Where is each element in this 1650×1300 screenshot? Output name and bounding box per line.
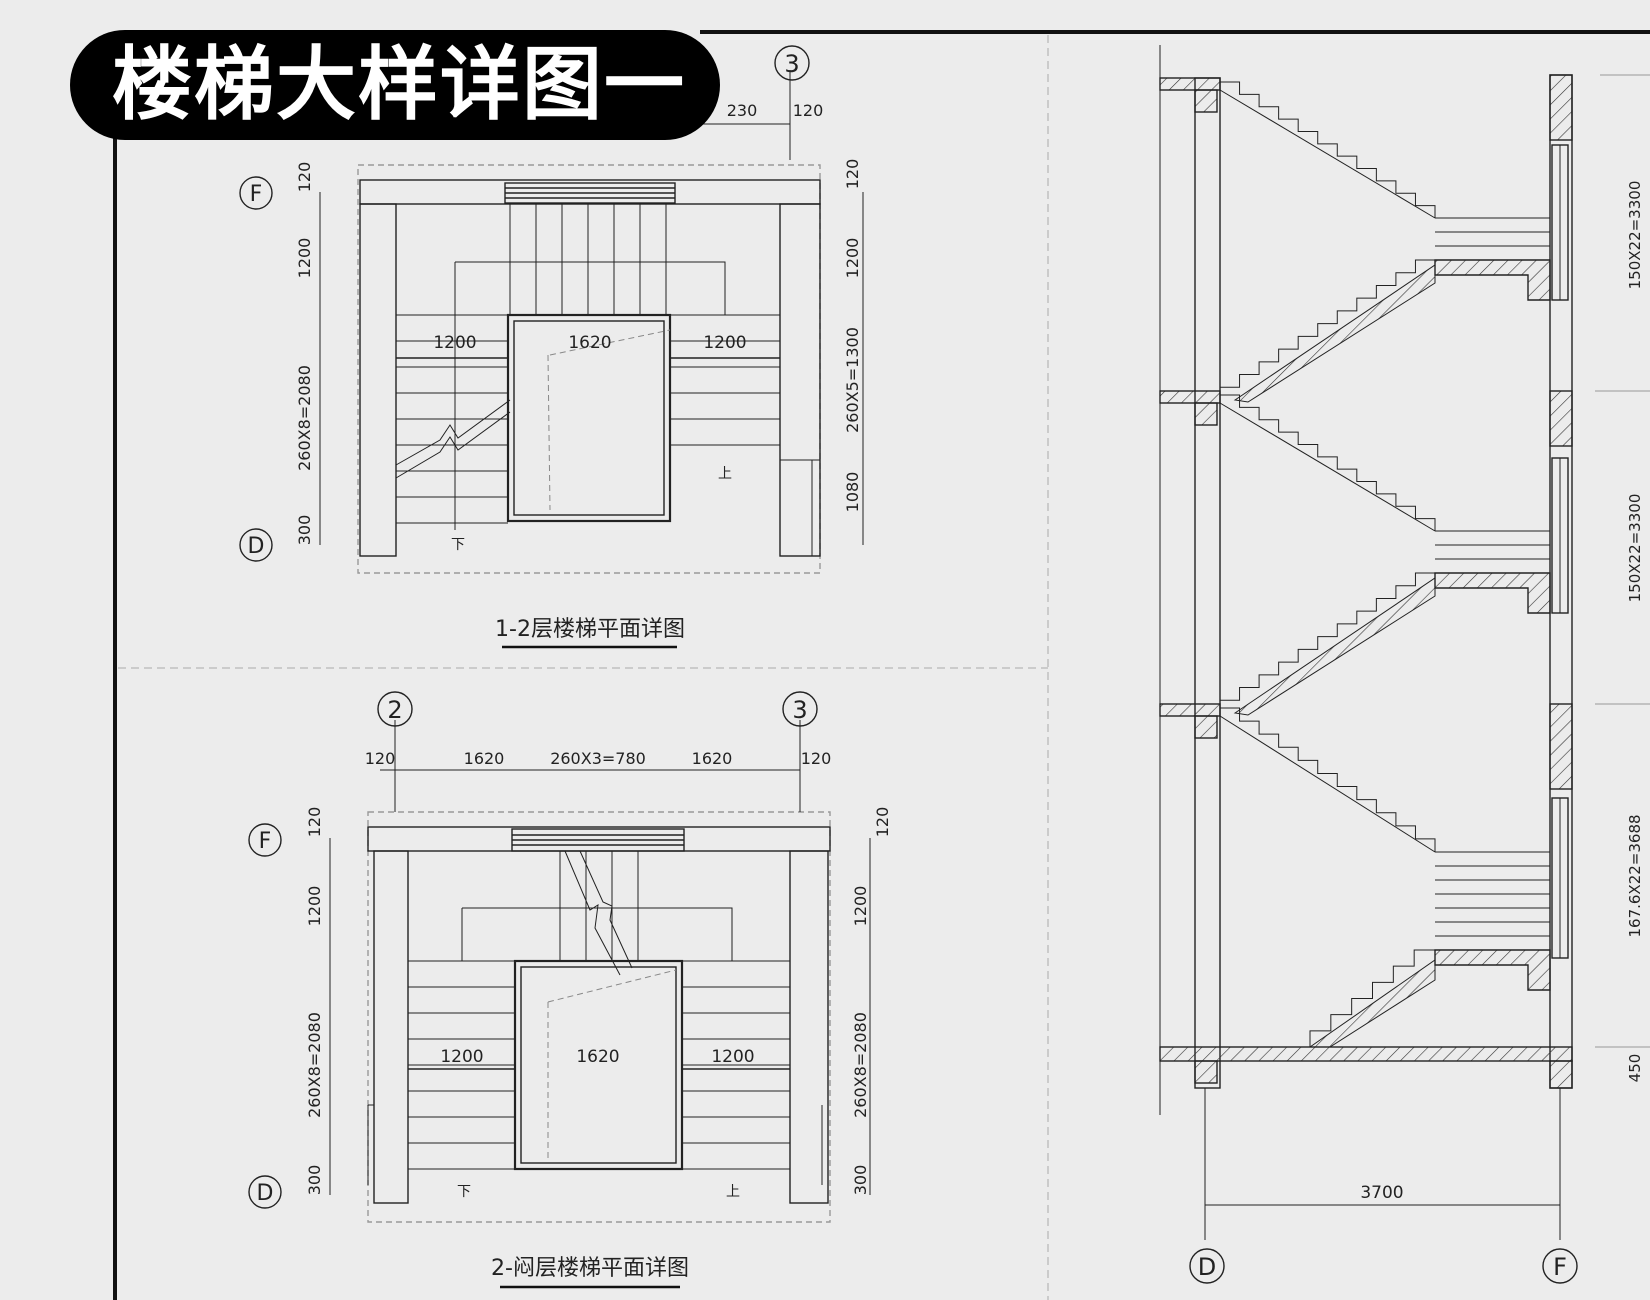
section-height-dim-3: 167.6X22=3688 [1626,814,1644,937]
dim-top-5: 120 [801,749,832,768]
dim-inner-left: 1200 [440,1047,483,1067]
axis-label: 3 [792,696,807,724]
axis-label: F [259,829,272,854]
axis-bubble-section-left: D [1189,1248,1225,1284]
dim-top-4: 1620 [692,749,733,768]
dim-inner-left: 1200 [433,333,476,353]
label-up: 上 [718,466,732,482]
axis-label: 2 [387,696,402,724]
section-width-dim: 3700 [1360,1183,1403,1203]
dim-left-flight: 260X8=2080 [295,365,314,471]
axis-label: D [1198,1253,1216,1281]
page-title: 楼梯大样详图一 [112,38,686,131]
dim-right-flight: 260X5=1300 [843,327,862,433]
dim-left-flight: 260X8=2080 [305,1012,324,1118]
dim-right-wall: 120 [873,807,892,838]
section-height-dim-1: 150X22=3300 [1626,181,1644,290]
dim-top-1: 120 [365,749,396,768]
axis-label: D [257,1181,274,1206]
dim-inner-middle: 1620 [568,333,611,353]
axis-label: D [248,534,265,559]
label-down: 下 [451,537,465,553]
dim-inner-right: 1200 [703,333,746,353]
dim-right-landing: 1200 [843,238,862,279]
label-up: 上 [726,1184,740,1200]
dim-inner-right: 1200 [711,1047,754,1067]
dim-left-end: 300 [295,515,314,546]
dim-right-wall: 120 [843,159,862,190]
axis-bubble-lower-right: 3 [782,691,818,727]
axis-bubble-lower-top: F [248,823,282,857]
plan-lower [329,720,871,1223]
section-height-dim-4: 450 [1626,1054,1644,1083]
section-height-dim-2: 150X22=3300 [1626,494,1644,603]
stair-section [1159,45,1650,1240]
dim-left-landing: 1200 [295,238,314,279]
plan-caption: 1-2层楼梯平面详图 [495,617,685,642]
plan-caption: 2-闷层楼梯平面详图 [491,1256,689,1281]
dim-right-flight: 260X8=2080 [851,1012,870,1118]
dim-top-3: 260X3=780 [550,749,646,768]
axis-bubble-lower-left: 2 [377,691,413,727]
axis-bubble-upper-bottom: D [239,528,273,562]
dim-left-landing: 1200 [305,886,324,927]
plan-lower-labels: 2 3 F D 120 1620 260X3=780 1620 120 120 … [248,691,892,1289]
dim-top-2: 1620 [464,749,505,768]
axis-bubble-section-right: F [1542,1248,1578,1284]
label-down: 下 [457,1184,471,1200]
plan-upper [319,70,864,574]
axis-bubble-lower-bottom: D [248,1175,282,1209]
dim-right-end: 300 [851,1165,870,1196]
title-banner: 楼梯大样详图一 [70,30,720,140]
dim-top-partial: 230 [727,101,758,120]
axis-bubble-upper-right: 3 [774,45,810,81]
dim-top-wall: 120 [793,101,824,120]
dim-left-wall: 120 [305,807,324,838]
plan-upper-labels: 3 F D 230 120 120 1200 260X8=2080 300 12… [239,45,862,649]
dim-right-end: 1080 [843,472,862,513]
dim-right-landing: 1200 [851,886,870,927]
sheet-frame [113,30,1650,1300]
axis-bubble-upper-top: F [239,176,273,210]
dim-left-end: 300 [305,1165,324,1196]
section-labels: 3700 D F 150X22=3300 150X22=3300 167.6X2… [1189,181,1644,1284]
axis-label: F [1553,1253,1567,1281]
axis-label: 3 [784,50,799,78]
dim-inner-middle: 1620 [576,1047,619,1067]
axis-label: F [250,182,263,207]
dim-left-wall: 120 [295,162,314,193]
